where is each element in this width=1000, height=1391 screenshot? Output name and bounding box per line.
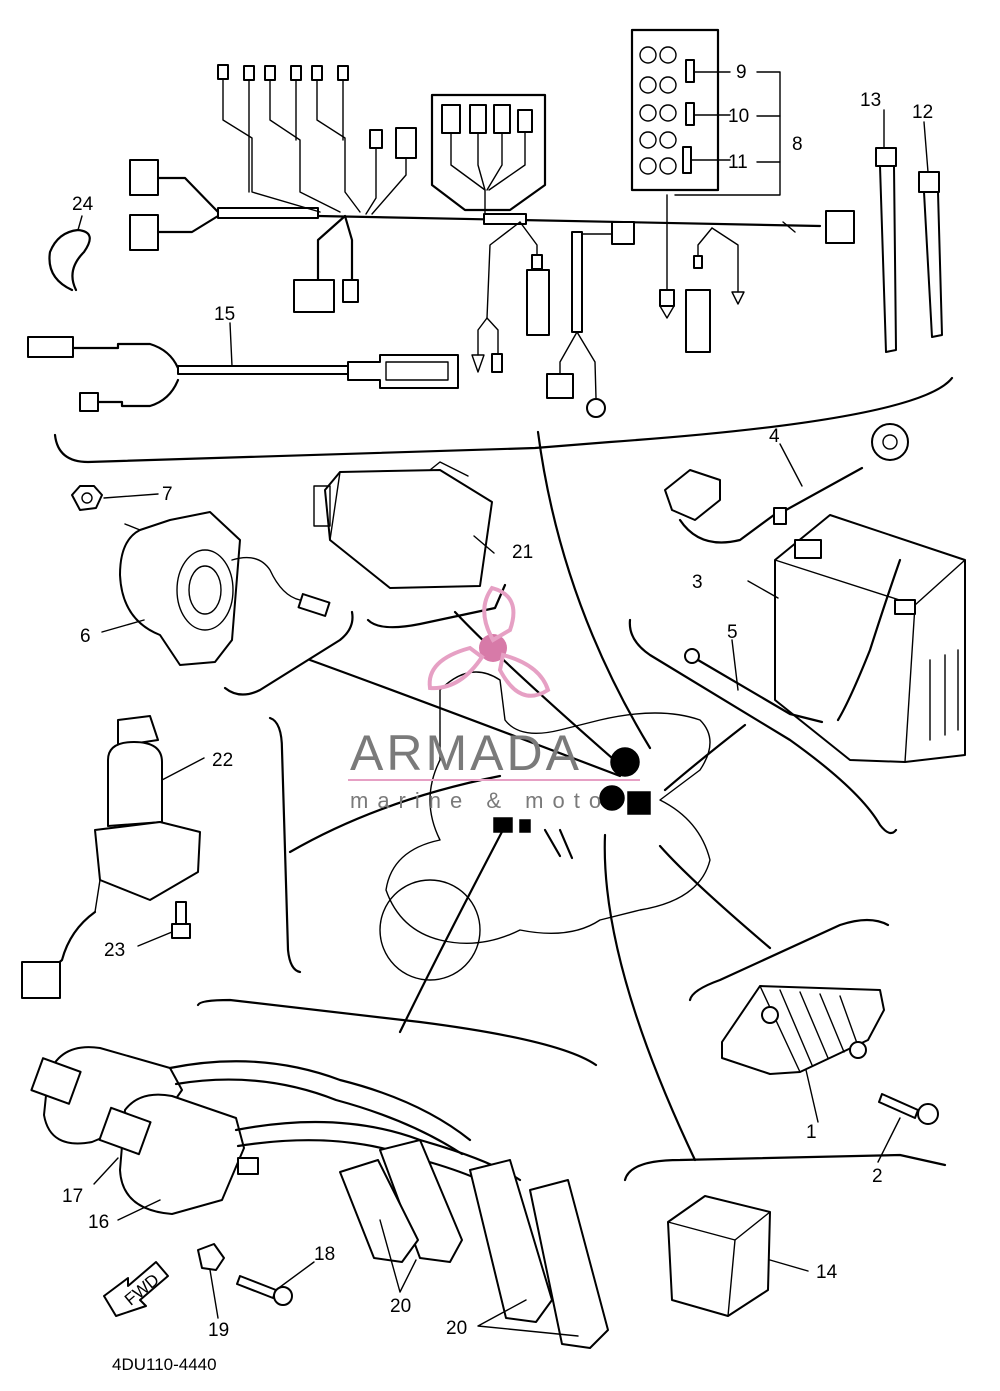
callout-14: 14 xyxy=(816,1262,838,1283)
callout-7: 7 xyxy=(162,484,173,505)
callout-2: 2 xyxy=(872,1166,883,1187)
leader-lines xyxy=(288,430,772,1162)
fuse-box xyxy=(630,28,720,192)
callout-leaders xyxy=(77,109,929,1337)
ignition-coils xyxy=(30,1046,609,1349)
armada-watermark: ARMADA marine & moto xyxy=(348,585,640,813)
callout-4: 4 xyxy=(769,426,780,447)
callout-6: 6 xyxy=(80,626,91,647)
callout-24: 24 xyxy=(72,194,94,215)
rectifier-regulator-part-1 xyxy=(721,985,885,1075)
callout-20-right: 20 xyxy=(446,1318,467,1339)
callout-15: 15 xyxy=(214,304,235,325)
nut-part-7 xyxy=(71,485,103,511)
main-wiring-harness xyxy=(27,28,954,464)
callout-16: 16 xyxy=(88,1212,109,1233)
callout-22: 22 xyxy=(212,750,233,771)
callout-13: 13 xyxy=(860,90,881,111)
callout-10: 10 xyxy=(728,106,749,127)
screw-part-18 xyxy=(236,1275,293,1306)
callout-23: 23 xyxy=(104,940,125,961)
callout-18: 18 xyxy=(314,1244,335,1265)
bolt-part-2 xyxy=(878,1093,939,1125)
callout-12: 12 xyxy=(912,102,933,123)
holder-part-19 xyxy=(197,1243,225,1271)
callout-9: 9 xyxy=(736,62,747,83)
callout-11: 11 xyxy=(728,152,748,173)
relay-part-14 xyxy=(667,1195,771,1317)
bolt-part-23 xyxy=(171,901,191,939)
battery-part-3 xyxy=(774,514,966,763)
callout-3: 3 xyxy=(692,572,703,593)
callout-1: 1 xyxy=(806,1122,817,1143)
callout-21: 21 xyxy=(512,542,533,563)
callout-numbers: 1 2 3 4 5 6 7 8 9 10 11 12 13 14 15 16 1… xyxy=(62,62,933,1374)
callout-5: 5 xyxy=(727,622,738,643)
main-switch-part-22 xyxy=(21,715,201,999)
horn-part-6 xyxy=(119,511,331,666)
fwd-arrow-icon xyxy=(103,1261,169,1317)
propeller-logo-icon xyxy=(427,585,551,698)
callout-20-left: 20 xyxy=(390,1296,411,1317)
battery-ground-lead-part-5 xyxy=(684,648,824,724)
diagram-code: 4DU110-4440 xyxy=(112,1355,217,1374)
callout-17: 17 xyxy=(62,1186,83,1207)
watermark-tagline: marine & moto xyxy=(350,788,610,813)
battery-lead-part-4 xyxy=(664,423,909,544)
motorcycle-outline xyxy=(379,671,711,981)
watermark-brand: ARMADA xyxy=(350,725,582,781)
cdi-unit-part-21 xyxy=(313,461,493,589)
callout-8: 8 xyxy=(792,134,803,155)
callout-19: 19 xyxy=(208,1320,229,1341)
